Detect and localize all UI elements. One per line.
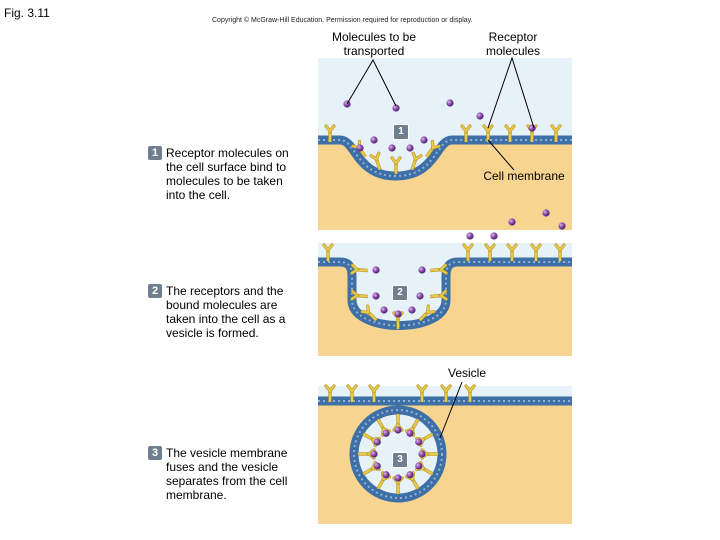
receptor-icon <box>482 124 494 142</box>
receptor-icon <box>554 243 566 261</box>
receptor-icon <box>350 263 369 275</box>
panel-3-badge: 3 <box>392 452 408 468</box>
step-2: 2 The receptors and the bound molecules a… <box>148 284 308 340</box>
receptor-icon <box>464 384 476 402</box>
molecule-icon <box>373 462 381 470</box>
panel-2 <box>318 209 572 356</box>
molecule-icon <box>356 144 364 152</box>
molecule-icon <box>394 310 402 318</box>
step-3: 3 The vesicle membrane fuses and the vesi… <box>148 446 308 502</box>
receptors-leader <box>487 56 535 129</box>
cell-membrane-callout: Cell membrane <box>483 169 565 183</box>
molecule-icon <box>373 438 381 446</box>
molecule-icon <box>415 438 423 446</box>
molecule-icon <box>528 124 536 132</box>
receptor-icon <box>360 304 378 322</box>
leader-lines <box>346 56 535 439</box>
receptor-icon <box>410 151 423 171</box>
panel-1-badge: 1 <box>393 124 409 140</box>
molecule-icon <box>418 450 426 458</box>
molecule-icon <box>406 471 414 479</box>
step-2-text: The receptors and the bound molecules ar… <box>166 284 286 340</box>
panel-1-membrane-heads <box>318 139 572 178</box>
panel-2-molecules <box>372 209 566 318</box>
step-1: 1 Receptor molecules on the cell surface … <box>148 146 308 202</box>
molecule-icon <box>382 471 390 479</box>
molecules-leader <box>346 58 397 107</box>
receptor-icon <box>350 289 369 301</box>
receptor-icon <box>368 384 380 402</box>
receptor-icon <box>324 124 336 142</box>
molecule-icon <box>408 306 416 314</box>
receptor-icon <box>506 243 518 261</box>
panel-3 <box>318 384 572 524</box>
receptor-icon <box>369 151 382 171</box>
receptor-icon <box>418 304 436 322</box>
molecule-icon <box>370 136 378 144</box>
molecule-icon <box>382 429 390 437</box>
molecule-icon <box>392 104 400 112</box>
receptor-icon <box>550 124 562 142</box>
molecule-icon <box>508 218 516 226</box>
cell-membrane-leader <box>487 139 515 171</box>
receptors-callout: Receptor molecules <box>485 30 541 58</box>
receptor-icon <box>460 124 472 142</box>
molecule-icon <box>418 266 426 274</box>
panel-2-badge: 2 <box>392 285 408 301</box>
step-1-number: 1 <box>148 146 162 160</box>
receptor-icon <box>462 243 474 261</box>
receptor-icon <box>324 384 336 402</box>
receptor-icon <box>484 243 496 261</box>
molecule-icon <box>370 450 378 458</box>
molecule-icon <box>558 222 566 230</box>
molecule-icon <box>416 292 424 300</box>
molecule-icon <box>380 306 388 314</box>
molecule-icon <box>490 232 498 240</box>
molecule-icon <box>394 426 402 434</box>
molecule-icon <box>476 112 484 120</box>
vesicle-callout: Vesicle <box>447 366 487 380</box>
molecule-icon <box>372 266 380 274</box>
molecules-callout: Molecules to be transported <box>331 30 417 58</box>
receptor-icon <box>390 156 402 174</box>
copyright-notice: Copyright © McGraw-Hill Education. Permi… <box>212 17 473 24</box>
molecule-icon <box>415 462 423 470</box>
receptor-icon <box>504 124 516 142</box>
receptor-icon <box>425 139 441 158</box>
molecule-icon <box>446 99 454 107</box>
molecule-icon <box>394 474 402 482</box>
panel-3-molecules <box>370 426 426 482</box>
panel-2-receptors <box>322 243 566 329</box>
molecule-icon <box>406 429 414 437</box>
molecule-icon <box>388 144 396 152</box>
receptor-icon <box>346 384 358 402</box>
molecule-icon <box>420 136 428 144</box>
receptor-icon <box>416 384 428 402</box>
panel-1-cytoplasm <box>318 140 572 230</box>
receptor-icon <box>322 243 334 261</box>
receptor-icon <box>530 243 542 261</box>
step-2-number: 2 <box>148 284 162 298</box>
molecule-icon <box>542 209 550 217</box>
figure-label: Fig. 3.11 <box>4 6 50 20</box>
molecule-icon <box>406 144 414 152</box>
receptor-icon <box>429 263 448 275</box>
panel-1-molecules <box>343 99 536 152</box>
panel-1 <box>318 58 572 230</box>
receptor-icon <box>440 384 452 402</box>
receptor-icon <box>429 289 448 301</box>
vesicle-leader <box>439 381 463 439</box>
step-1-text: Receptor molecules on the cell surface b… <box>166 146 289 202</box>
step-3-text: The vesicle membrane fuses and the vesic… <box>166 446 288 502</box>
vesicle-membrane-heads <box>353 409 443 499</box>
step-3-number: 3 <box>148 446 162 460</box>
molecule-icon <box>466 232 474 240</box>
molecule-icon <box>372 292 380 300</box>
